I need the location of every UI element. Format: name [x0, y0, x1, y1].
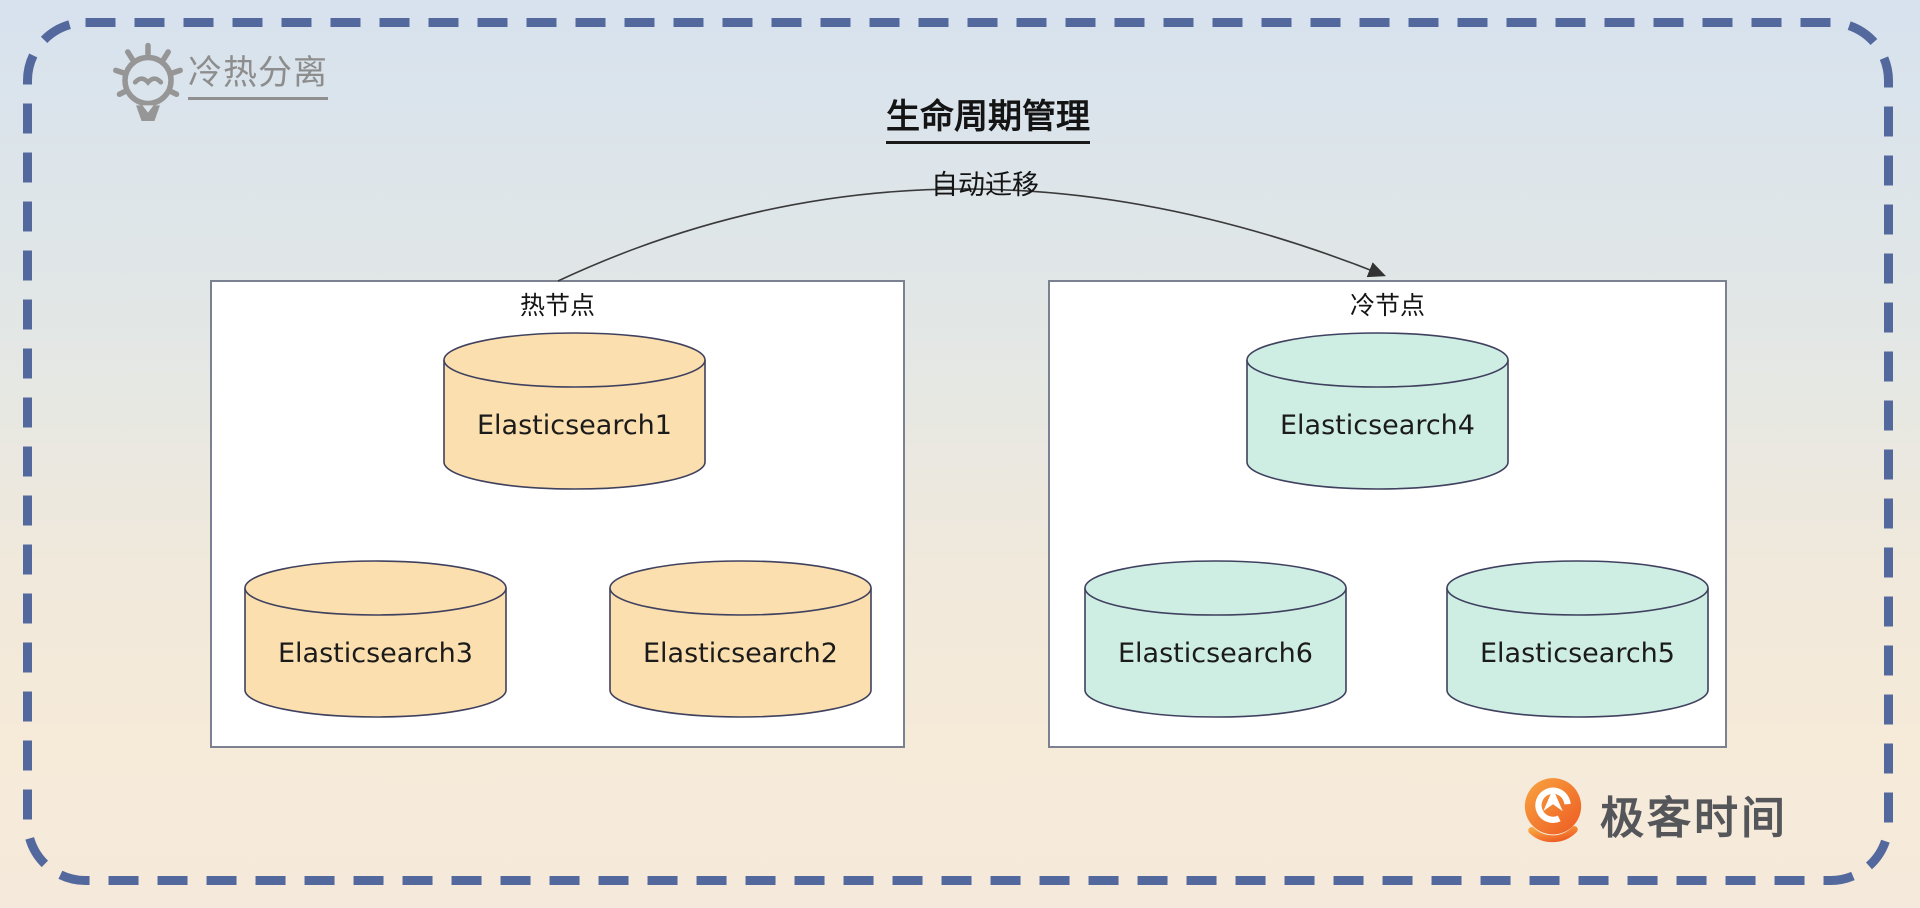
lightbulb-icon [113, 42, 183, 121]
node-elasticsearch6: Elasticsearch6 [1083, 558, 1348, 720]
hot-box-title: 热节点 [519, 291, 595, 320]
page-title: 生命周期管理 [830, 97, 1146, 145]
geektime-pin-icon [1524, 778, 1582, 843]
cold-box-title: 冷节点 [1349, 291, 1425, 320]
node-elasticsearch3: Elasticsearch3 [243, 558, 508, 720]
node-label: Elasticsearch2 [643, 638, 838, 669]
node-elasticsearch2: Elasticsearch2 [608, 558, 873, 720]
migration-arrow-label: 自动迁移 [931, 170, 1039, 201]
node-label: Elasticsearch4 [1280, 410, 1475, 441]
node-label: Elasticsearch6 [1118, 638, 1313, 669]
node-label: Elasticsearch3 [278, 638, 473, 669]
node-elasticsearch5: Elasticsearch5 [1445, 558, 1710, 720]
node-elasticsearch1: Elasticsearch1 [442, 330, 707, 492]
brand-logo: 极客时间 [1520, 776, 1788, 852]
header-label: 冷热分离 [188, 54, 328, 101]
migration-arrow [557, 188, 1386, 282]
node-elasticsearch4: Elasticsearch4 [1245, 330, 1510, 492]
brand-name: 极客时间 [1600, 793, 1788, 844]
node-label: Elasticsearch1 [477, 410, 672, 441]
node-label: Elasticsearch5 [1480, 638, 1675, 669]
